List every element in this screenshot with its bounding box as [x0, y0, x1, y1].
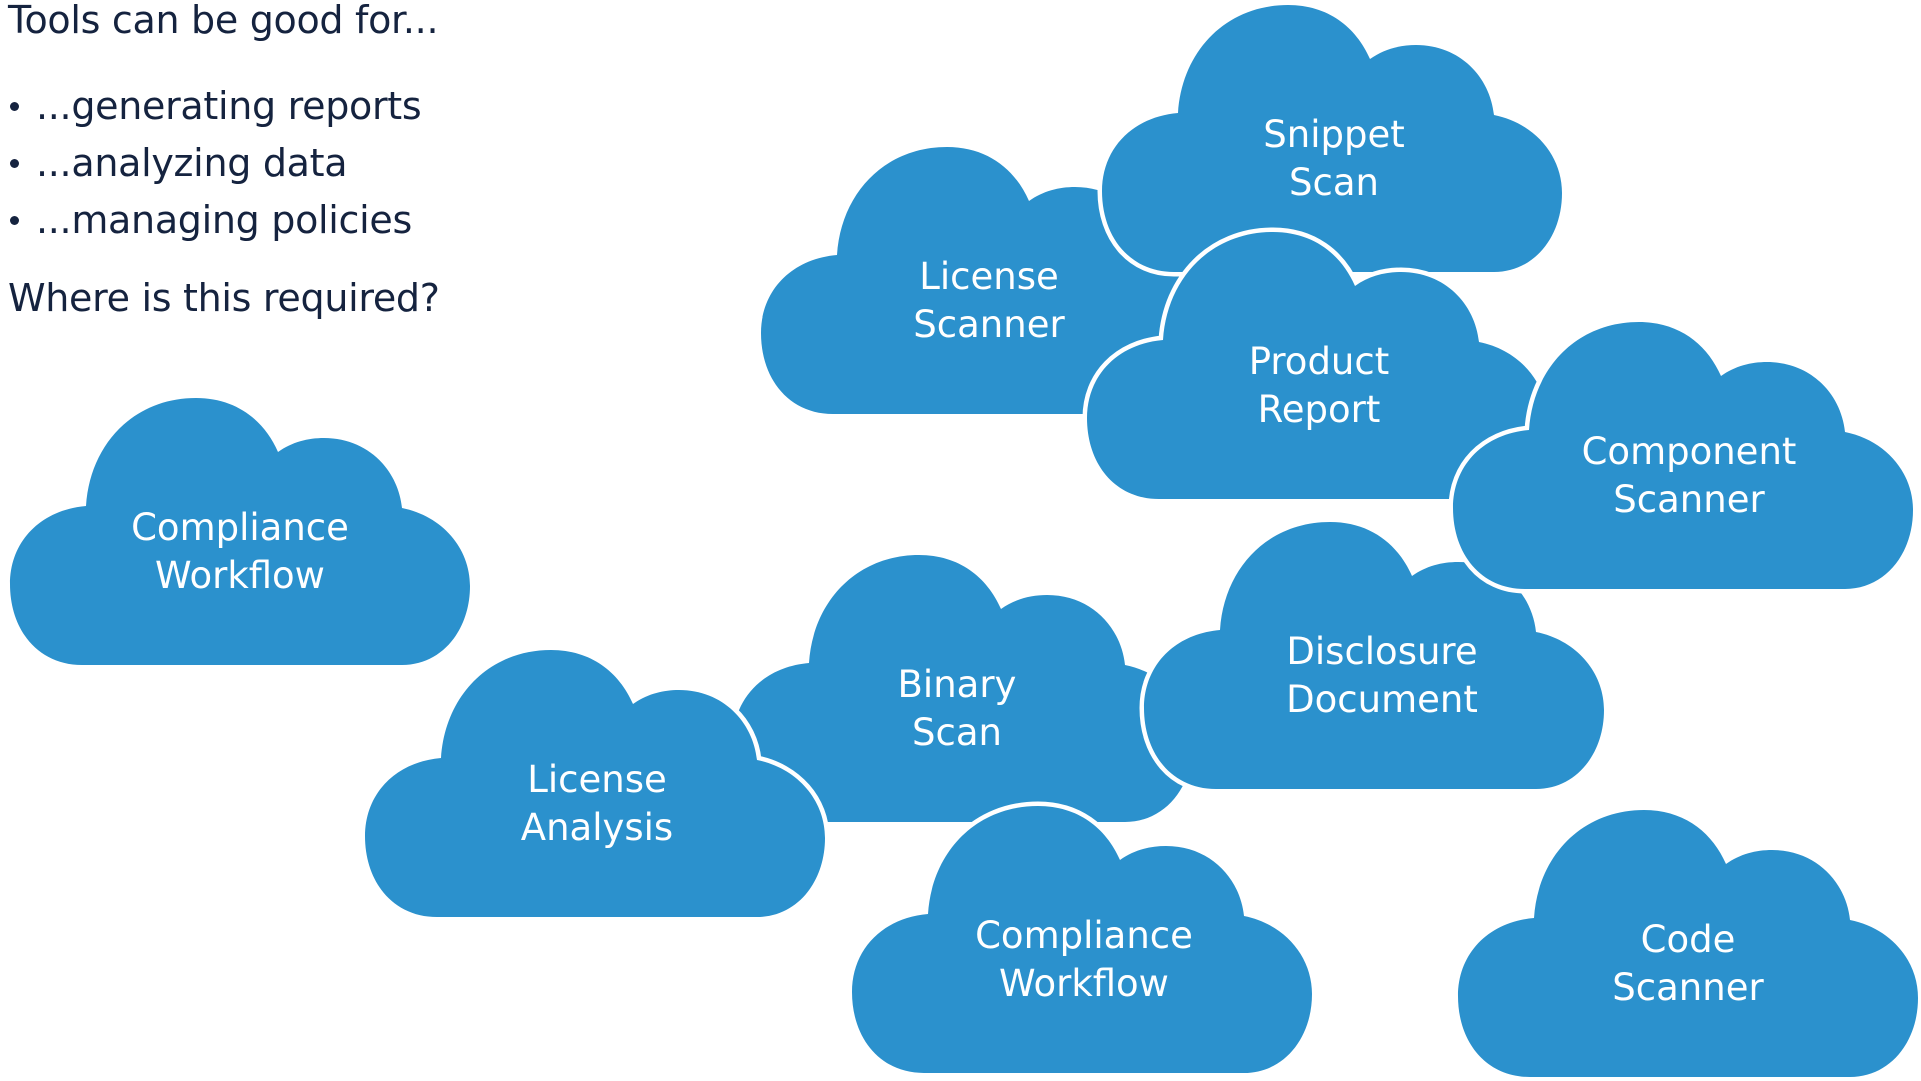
cloud-label-line: License — [919, 255, 1059, 298]
bullet-item: ...managing policies — [4, 196, 421, 253]
cloud-label-line: Scanner — [1613, 478, 1765, 521]
cloud-label-line: Workflow — [999, 962, 1169, 1005]
cloud-binary-scan: Binary Scan — [733, 555, 1193, 822]
cloud-label-line: Scanner — [913, 303, 1065, 346]
cloud-disclosure-document: Disclosure Document — [1144, 522, 1604, 789]
bullet-text: ...managing policies — [36, 198, 412, 242]
cloud-snippet-scan: Snippet Scan — [1102, 5, 1562, 272]
cloud-code-scanner: Code Scanner — [1458, 810, 1918, 1077]
cloud-label-line: License — [527, 758, 667, 801]
bullet-item: ...analyzing data — [4, 139, 421, 196]
bullet-icon — [10, 159, 19, 168]
cloud-label-line: Scan — [912, 711, 1002, 754]
cloud-label-line: Compliance — [131, 506, 349, 549]
cloud-component-scanner: Component Scanner — [1453, 322, 1913, 589]
bullet-text: ...analyzing data — [36, 141, 348, 185]
cloud-label-line: Workflow — [155, 554, 325, 597]
question-text: Where is this required? — [8, 276, 440, 320]
cloud-label-line: Analysis — [521, 806, 673, 849]
cloud-label-line: Document — [1286, 678, 1478, 721]
cloud-compliance-workflow-left: Compliance Workflow — [10, 398, 470, 665]
intro-title: Tools can be good for... — [8, 0, 439, 42]
bullet-list: ...generating reports ...analyzing data … — [4, 82, 422, 253]
cloud-label-line: Component — [1582, 430, 1797, 473]
cloud-compliance-workflow-bottom: Compliance Workflow — [852, 806, 1312, 1073]
cloud-product-report: Product Report — [1087, 232, 1547, 499]
bullet-icon — [10, 102, 19, 111]
cloud-label-line: Product — [1249, 340, 1389, 383]
cloud-label-line: Compliance — [975, 914, 1193, 957]
cloud-label-line: Binary — [898, 663, 1017, 706]
bullet-icon — [10, 216, 19, 225]
cloud-license-analysis: License Analysis — [365, 650, 825, 917]
cloud-label-line: Code — [1641, 918, 1736, 961]
bullet-item: ...generating reports — [4, 82, 422, 139]
cloud-label-line: Scan — [1289, 161, 1379, 204]
bullet-text: ...generating reports — [36, 84, 422, 128]
cloud-label-line: Snippet — [1263, 113, 1404, 156]
cloud-label-line: Disclosure — [1286, 630, 1477, 673]
cloud-label-line: Report — [1258, 388, 1381, 431]
cloud-license-scanner: License Scanner — [761, 147, 1221, 414]
cloud-label-line: Scanner — [1612, 966, 1764, 1009]
